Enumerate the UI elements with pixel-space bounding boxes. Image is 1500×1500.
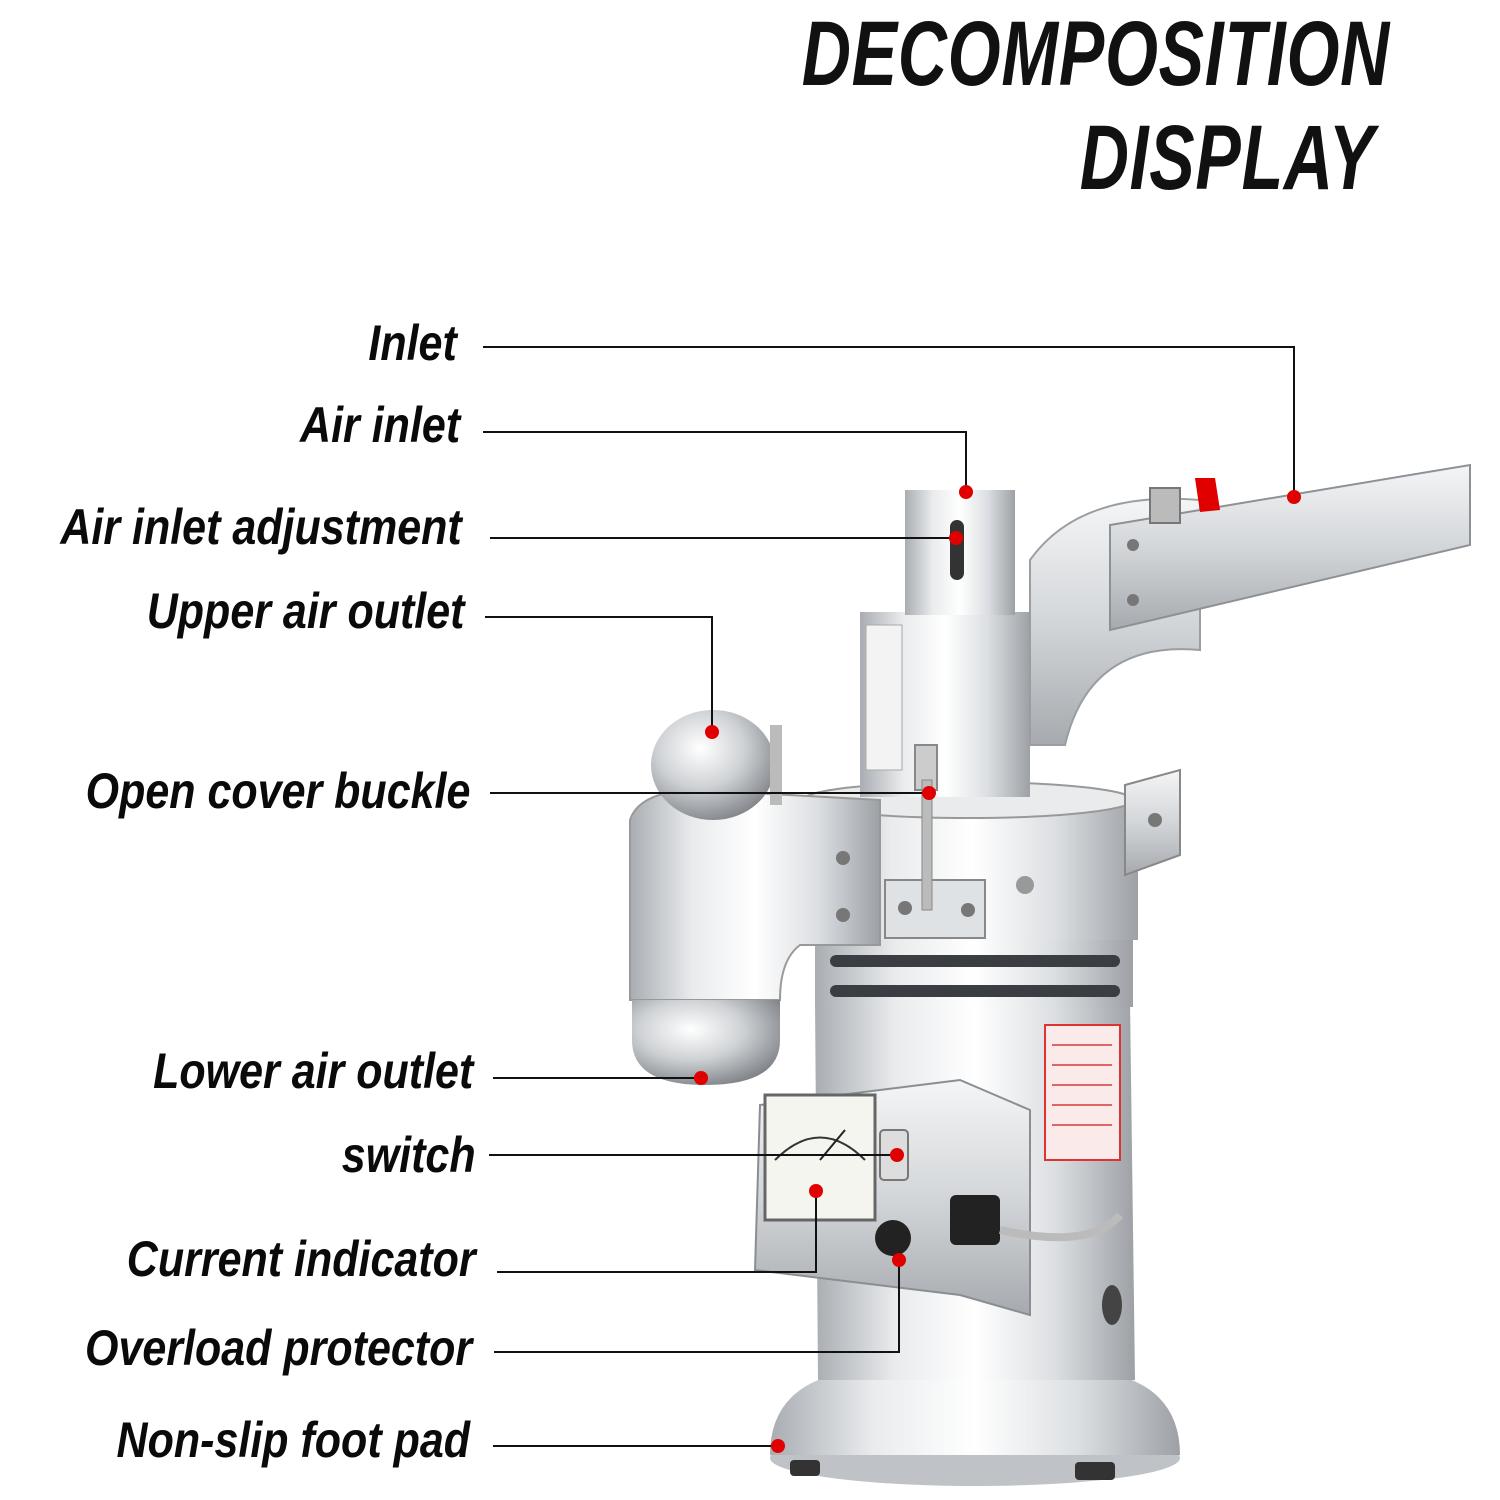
marker-switch <box>890 1148 904 1162</box>
marker-air-inlet-adjustment <box>949 531 963 545</box>
motor-housing <box>860 490 1030 911</box>
label-air-inlet-adjustment: Air inlet adjustment <box>60 499 462 555</box>
label-non-slip-foot-pad: Non-slip foot pad <box>116 1412 470 1468</box>
leader-inlet <box>483 346 1295 497</box>
leader-upper-air-outlet <box>485 616 713 732</box>
base-foot <box>770 1370 1180 1486</box>
title-line-2: DISPLAY <box>1079 107 1375 209</box>
marker-inlet <box>1287 490 1301 504</box>
marker-overload-protector <box>892 1253 906 1267</box>
control-box <box>753 1078 1124 1317</box>
label-switch: switch <box>342 1127 476 1183</box>
marker-lower-air-outlet <box>694 1071 708 1085</box>
marker-non-slip-foot-pad <box>771 1439 785 1453</box>
feed-hopper <box>1029 463 1471 746</box>
label-air-inlet: Air inlet <box>299 397 460 453</box>
label-upper-air-outlet: Upper air outlet <box>146 583 464 639</box>
marker-upper-air-outlet <box>705 725 719 739</box>
marker-open-cover-buckle <box>922 786 936 800</box>
leader-overload-protector <box>494 1260 900 1353</box>
leader-air-inlet <box>483 431 967 491</box>
marker-current-indicator <box>809 1184 823 1198</box>
label-overload-protector: Overload protector <box>84 1320 472 1376</box>
title-line-1: DECOMPOSITION <box>801 3 1390 105</box>
marker-air-inlet <box>959 485 973 499</box>
label-current-indicator: Current indicator <box>127 1231 476 1287</box>
label-lower-air-outlet: Lower air outlet <box>152 1043 473 1099</box>
leader-current-indicator <box>497 1191 817 1273</box>
label-open-cover-buckle: Open cover buckle <box>85 763 470 819</box>
collector-cyclone <box>629 710 881 1085</box>
label-inlet: Inlet <box>368 315 457 371</box>
